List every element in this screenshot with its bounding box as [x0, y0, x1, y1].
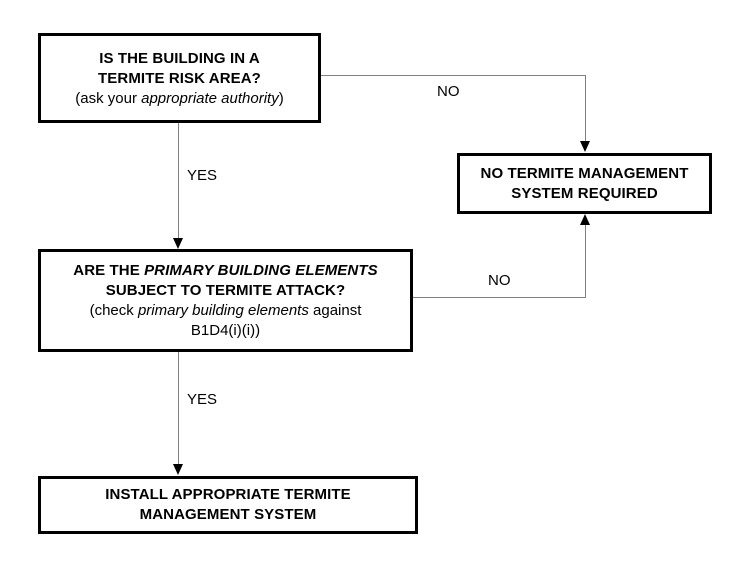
no-system-line2: SYSTEM REQUIRED	[511, 184, 658, 202]
primary-elements-line1-italic: PRIMARY BUILDING ELEMENTS	[144, 262, 378, 279]
connector-elements-yes-arrowhead	[173, 464, 183, 475]
edge-label-elements-no: NO	[488, 272, 511, 289]
edge-label-elements-yes: YES	[187, 391, 218, 408]
connector-risk-yes-line	[178, 123, 179, 239]
connector-risk-no-vertical	[585, 75, 586, 142]
connector-elements-yes-line	[178, 352, 179, 465]
risk-area-note-suffix: )	[278, 90, 284, 107]
install-system-line1: INSTALL APPROPRIATE TERMITE	[105, 486, 351, 503]
edge-label-risk-yes: YES	[187, 167, 218, 184]
risk-area-note-prefix: (ask your	[75, 90, 142, 107]
decision-box-primary-building-elements[interactable]: ARE THE PRIMARY BUILDING ELEMENTS SUBJEC…	[38, 249, 413, 352]
edge-label-risk-no: NO	[437, 83, 460, 100]
connector-risk-yes-arrowhead	[173, 238, 183, 249]
connector-risk-no-arrowhead	[580, 141, 590, 152]
connector-elements-no-vertical	[585, 225, 586, 298]
risk-area-line1: IS THE BUILDING IN A	[99, 50, 260, 67]
connector-elements-no-horizontal	[413, 297, 586, 298]
no-system-line1: NO TERMITE MANAGEMENT	[480, 164, 689, 182]
risk-area-line2: TERMITE RISK AREA?	[98, 70, 261, 87]
primary-elements-line1-prefix: ARE THE	[73, 262, 145, 279]
decision-box-termite-risk-area[interactable]: IS THE BUILDING IN A TERMITE RISK AREA? …	[38, 33, 321, 123]
install-system-line2: MANAGEMENT SYSTEM	[139, 506, 317, 523]
outcome-box-no-termite-management-system[interactable]: NO TERMITE MANAGEMENT SYSTEM REQUIRED	[457, 153, 712, 214]
primary-elements-note-italic: primary building elements	[137, 302, 309, 319]
primary-elements-line1: ARE THE PRIMARY BUILDING ELEMENTS	[73, 261, 377, 281]
primary-elements-note-prefix: (check	[89, 302, 138, 319]
connector-risk-no-horizontal	[321, 75, 586, 76]
primary-elements-line2: SUBJECT TO TERMITE ATTACK?	[105, 282, 346, 299]
risk-area-note: (ask your appropriate authority)	[75, 89, 283, 109]
primary-elements-note-suffix: against	[308, 302, 362, 319]
risk-area-note-italic: appropriate authority	[141, 90, 279, 107]
primary-elements-note-line2: B1D4(i)(i))	[190, 322, 261, 339]
connector-elements-no-arrowhead	[580, 214, 590, 225]
primary-elements-note-line1: (check primary building elements against	[90, 301, 362, 321]
outcome-box-install-termite-management-system[interactable]: INSTALL APPROPRIATE TERMITE MANAGEMENT S…	[38, 476, 418, 534]
